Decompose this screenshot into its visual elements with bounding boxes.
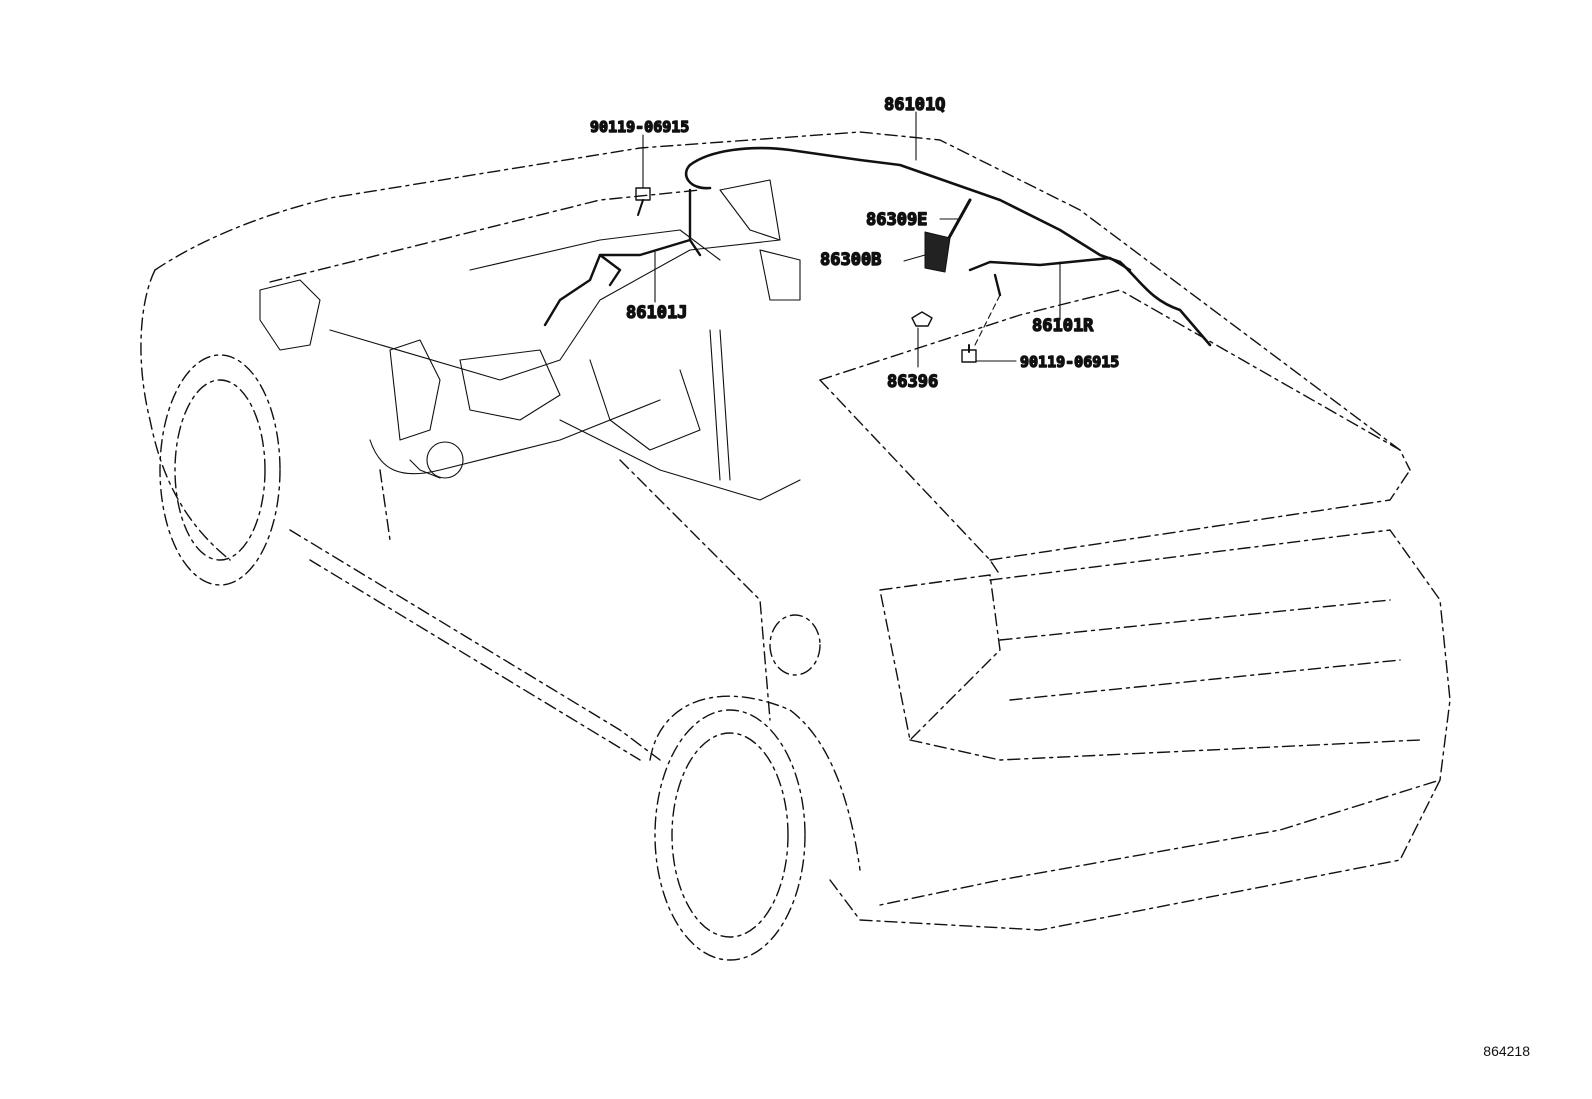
wire-harness-rear <box>968 256 1132 297</box>
figure-code: 864218 <box>1483 1043 1530 1059</box>
label-harness-front: 86101J <box>626 303 687 323</box>
vehicle-interior <box>259 179 801 501</box>
bolt-front <box>635 187 651 216</box>
leader-lines <box>642 111 1061 368</box>
bolt-rear <box>961 344 977 363</box>
label-harness-roof: 86101Q <box>884 95 945 115</box>
label-harness-rear: 86101R <box>1032 316 1094 336</box>
label-bolt-rear: 90119-06915 <box>1020 353 1119 371</box>
label-antenna-rod: 86309E <box>866 210 927 230</box>
wire-harness-front <box>543 188 702 327</box>
clip-part <box>911 311 933 327</box>
antenna-base <box>924 231 951 273</box>
label-clip: 86396 <box>887 372 938 392</box>
label-bolt-front: 90119-06915 <box>590 118 689 136</box>
label-antenna-base: 86300B <box>820 250 881 270</box>
vehicle-outline <box>140 131 1451 961</box>
